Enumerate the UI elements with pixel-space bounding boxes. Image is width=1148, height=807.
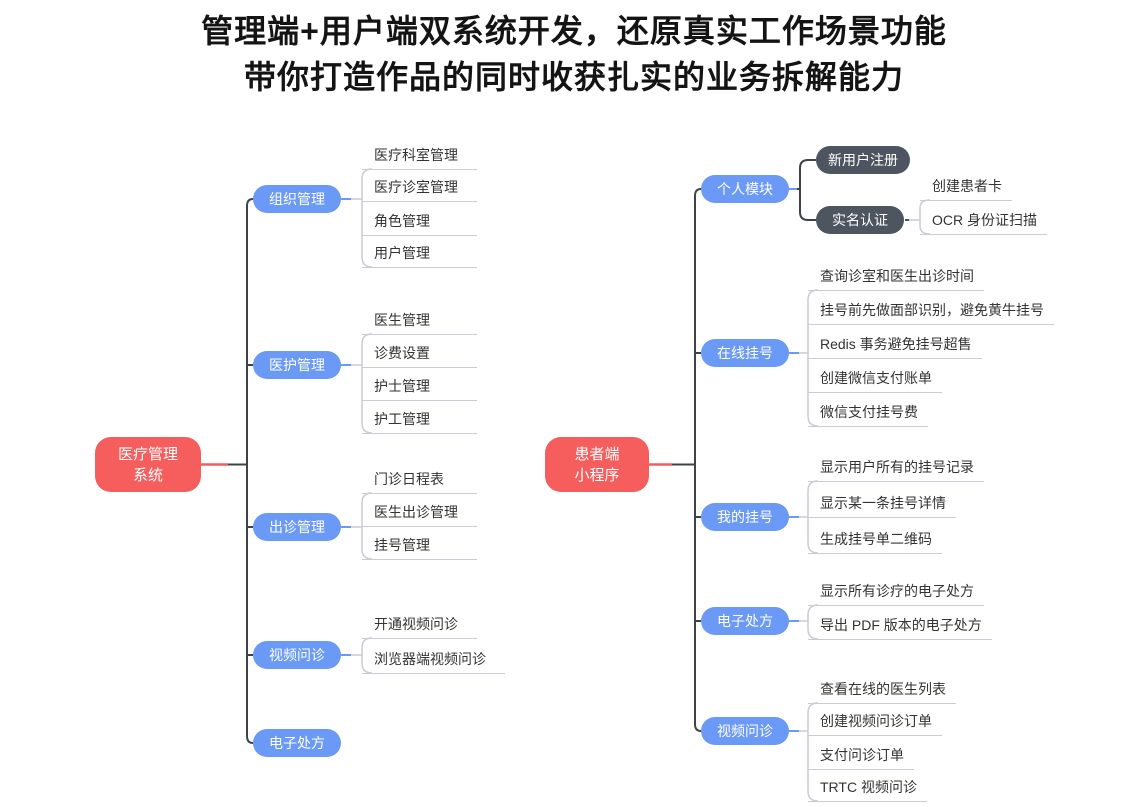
branch-eprescription: 电子处方	[701, 607, 789, 635]
tree-leaf: 医疗诊室管理	[362, 179, 477, 202]
root-patient-line-1: 患者端	[574, 445, 620, 463]
tree-leaf: 门诊日程表	[362, 471, 477, 494]
tree-leaf: 查询诊室和医生出诊时间	[808, 268, 984, 291]
title-line-2: 带你打造作品的同时收获扎实的业务拆解能力	[243, 59, 904, 95]
tree-leaf: 支付问诊订单	[808, 747, 914, 770]
node-realname-auth: 实名认证	[816, 206, 904, 234]
node-new-user-register: 新用户注册	[816, 146, 910, 174]
branch-video-consult: 视频问诊	[701, 717, 789, 745]
root-patient-line-2: 小程序	[574, 466, 620, 484]
tree-leaf: 显示用户所有的挂号记录	[808, 459, 984, 482]
tree-leaf: Redis 事务避免挂号超售	[808, 336, 982, 359]
branch-eprescription-admin: 电子处方	[253, 729, 341, 757]
tree-leaf: 医生出诊管理	[362, 504, 477, 527]
tree-leaf: 挂号前先做面部识别，避免黄牛挂号	[808, 302, 1054, 325]
tree-leaf: 浏览器端视频问诊	[362, 651, 505, 674]
tree-leaf: 查看在线的医生列表	[808, 681, 956, 704]
tree-leaf: OCR 身份证扫描	[920, 212, 1047, 235]
tree-leaf: 微信支付挂号费	[808, 404, 928, 427]
branch-medical-staff: 医护管理	[253, 351, 341, 379]
tree-leaf: 创建患者卡	[920, 178, 1012, 201]
tree-leaf: 创建微信支付账单	[808, 370, 942, 393]
tree-leaf: 诊费设置	[362, 345, 477, 368]
tree-leaf: 角色管理	[362, 213, 477, 236]
tree-leaf: 创建视频问诊订单	[808, 713, 942, 736]
branch-outpatient-visits: 出诊管理	[253, 513, 341, 541]
branch-personal-module: 个人模块	[701, 175, 789, 203]
tree-leaf: 护工管理	[362, 411, 477, 434]
tree-leaf: 显示某一条挂号详情	[808, 495, 956, 518]
branch-my-registration: 我的挂号	[701, 503, 789, 531]
root-patient-miniprogram: 患者端 小程序	[545, 437, 649, 492]
tree-leaf: 开通视频问诊	[362, 616, 477, 639]
tree-leaf: 挂号管理	[362, 537, 477, 560]
root-admin-line-2: 系统	[132, 466, 163, 484]
root-admin-system: 医疗管理 系统	[95, 437, 201, 492]
root-admin-line-1: 医疗管理	[117, 445, 178, 463]
branch-online-registration: 在线挂号	[701, 339, 789, 367]
tree-leaf: 用户管理	[362, 245, 477, 268]
tree-leaf: 导出 PDF 版本的电子处方	[808, 617, 992, 640]
branch-video-consult-admin: 视频问诊	[253, 641, 341, 669]
tree-leaf: 生成挂号单二维码	[808, 531, 942, 554]
tree-leaf: 医疗科室管理	[362, 147, 477, 170]
tree-leaf: 显示所有诊疗的电子处方	[808, 583, 984, 606]
title-line-1: 管理端+用户端双系统开发，还原真实工作场景功能	[201, 13, 947, 49]
tree-leaf: 医生管理	[362, 312, 477, 335]
tree-leaf: TRTC 视频问诊	[808, 779, 927, 802]
branch-org-management: 组织管理	[253, 185, 341, 213]
tree-leaf: 护士管理	[362, 378, 477, 401]
page-title: 管理端+用户端双系统开发，还原真实工作场景功能 带你打造作品的同时收获扎实的业务…	[0, 8, 1148, 100]
